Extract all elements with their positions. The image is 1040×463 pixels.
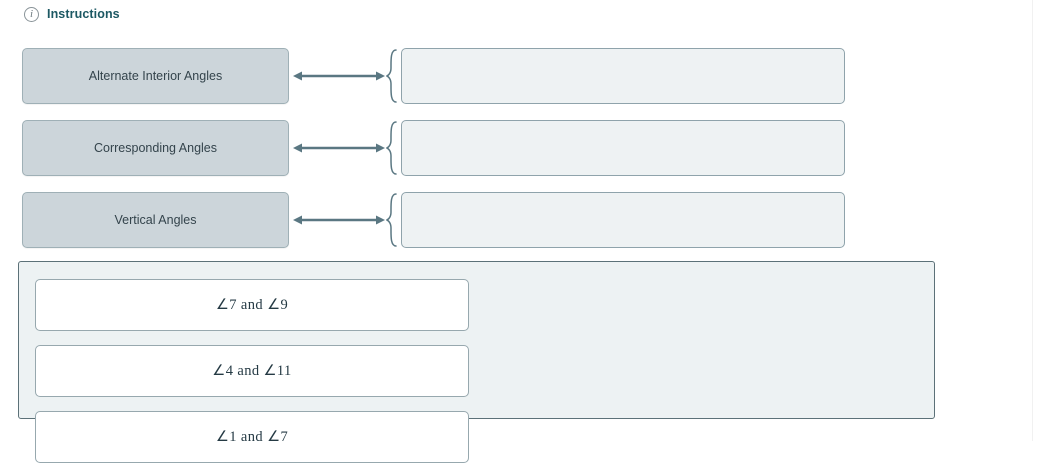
answer-bank: ∠7 and ∠9 ∠4 and ∠11 ∠1 and ∠7 bbox=[18, 261, 935, 463]
connector-group bbox=[289, 192, 401, 248]
connector-group bbox=[289, 48, 401, 104]
category-label: Corresponding Angles bbox=[94, 141, 217, 155]
double-arrow-icon bbox=[293, 71, 385, 81]
drop-zone-vertical-angles[interactable] bbox=[401, 192, 845, 248]
category-box-alternate-interior-angles: Alternate Interior Angles bbox=[22, 48, 289, 104]
left-curly-brace-icon bbox=[386, 193, 397, 247]
double-arrow-icon bbox=[293, 215, 385, 225]
answer-tile[interactable]: ∠7 and ∠9 bbox=[35, 279, 469, 331]
answer-tile[interactable]: ∠1 and ∠7 bbox=[35, 411, 469, 463]
left-curly-brace-icon bbox=[386, 49, 397, 103]
answer-tile[interactable]: ∠4 and ∠11 bbox=[35, 345, 469, 397]
drop-zone-alternate-interior-angles[interactable] bbox=[401, 48, 845, 104]
drop-zone-corresponding-angles[interactable] bbox=[401, 120, 845, 176]
page-right-edge-rule bbox=[1032, 0, 1033, 441]
category-box-vertical-angles: Vertical Angles bbox=[22, 192, 289, 248]
left-curly-brace-icon bbox=[386, 121, 397, 175]
instructions-bar[interactable]: i Instructions bbox=[24, 4, 120, 24]
match-row: Alternate Interior Angles bbox=[22, 48, 845, 104]
info-circle-icon: i bbox=[24, 6, 39, 22]
category-box-corresponding-angles: Corresponding Angles bbox=[22, 120, 289, 176]
answer-tile-label: ∠4 and ∠11 bbox=[212, 362, 292, 379]
answer-bank-grid: ∠7 and ∠9 ∠4 and ∠11 ∠1 and ∠7 bbox=[35, 279, 918, 463]
match-row: Vertical Angles bbox=[22, 192, 845, 248]
double-arrow-icon bbox=[293, 143, 385, 153]
category-label: Vertical Angles bbox=[114, 213, 197, 227]
answer-tile-label: ∠7 and ∠9 bbox=[215, 296, 289, 313]
match-row: Corresponding Angles bbox=[22, 120, 845, 176]
answer-tile-label: ∠1 and ∠7 bbox=[215, 428, 289, 445]
connector-group bbox=[289, 120, 401, 176]
instructions-label[interactable]: Instructions bbox=[47, 7, 120, 21]
category-label: Alternate Interior Angles bbox=[88, 69, 223, 83]
